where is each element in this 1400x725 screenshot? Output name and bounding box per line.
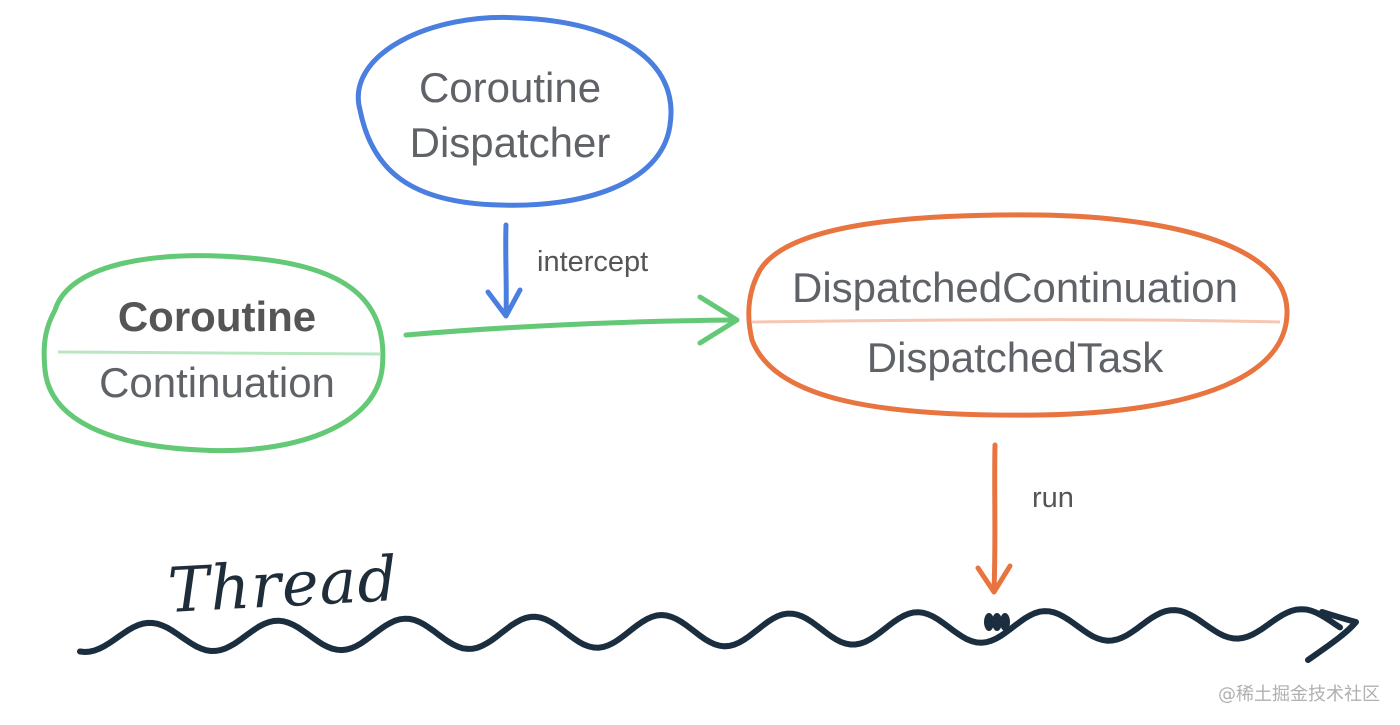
dispatched-node-divider bbox=[751, 318, 1281, 324]
run-label: run bbox=[1032, 482, 1074, 514]
run-arrow-head bbox=[975, 563, 1013, 595]
dispatched-node-outline bbox=[746, 212, 1290, 418]
coroutine-subtitle: Continuation bbox=[99, 359, 335, 406]
thread-timeline bbox=[77, 606, 1343, 656]
coroutine-node-outline bbox=[41, 253, 386, 454]
thread-arrow-head bbox=[1305, 609, 1359, 663]
continuation-arrow-shaft bbox=[403, 317, 738, 338]
intercept-arrow-head bbox=[485, 287, 523, 319]
coroutine-node-divider bbox=[57, 350, 381, 356]
run-arrow-shaft bbox=[991, 442, 998, 593]
dispatched-subtitle: DispatchedTask bbox=[866, 334, 1164, 381]
coroutine-title: Coroutine bbox=[117, 293, 317, 340]
dispatcher-title-line1: Coroutine bbox=[418, 64, 602, 111]
dispatcher-node-outline bbox=[355, 14, 674, 208]
dispatched-title: DispatchedContinuation bbox=[792, 264, 1238, 311]
thread-label: Thread bbox=[166, 541, 400, 627]
watermark: @稀土掘金技术社区 bbox=[1218, 684, 1380, 705]
dispatcher-title-line2: Dispatcher bbox=[409, 119, 611, 166]
intercept-arrow-shaft bbox=[503, 222, 509, 318]
intercept-label: intercept bbox=[537, 246, 649, 278]
continuation-arrow-head bbox=[697, 294, 740, 346]
thread-run-knot bbox=[984, 613, 1010, 631]
